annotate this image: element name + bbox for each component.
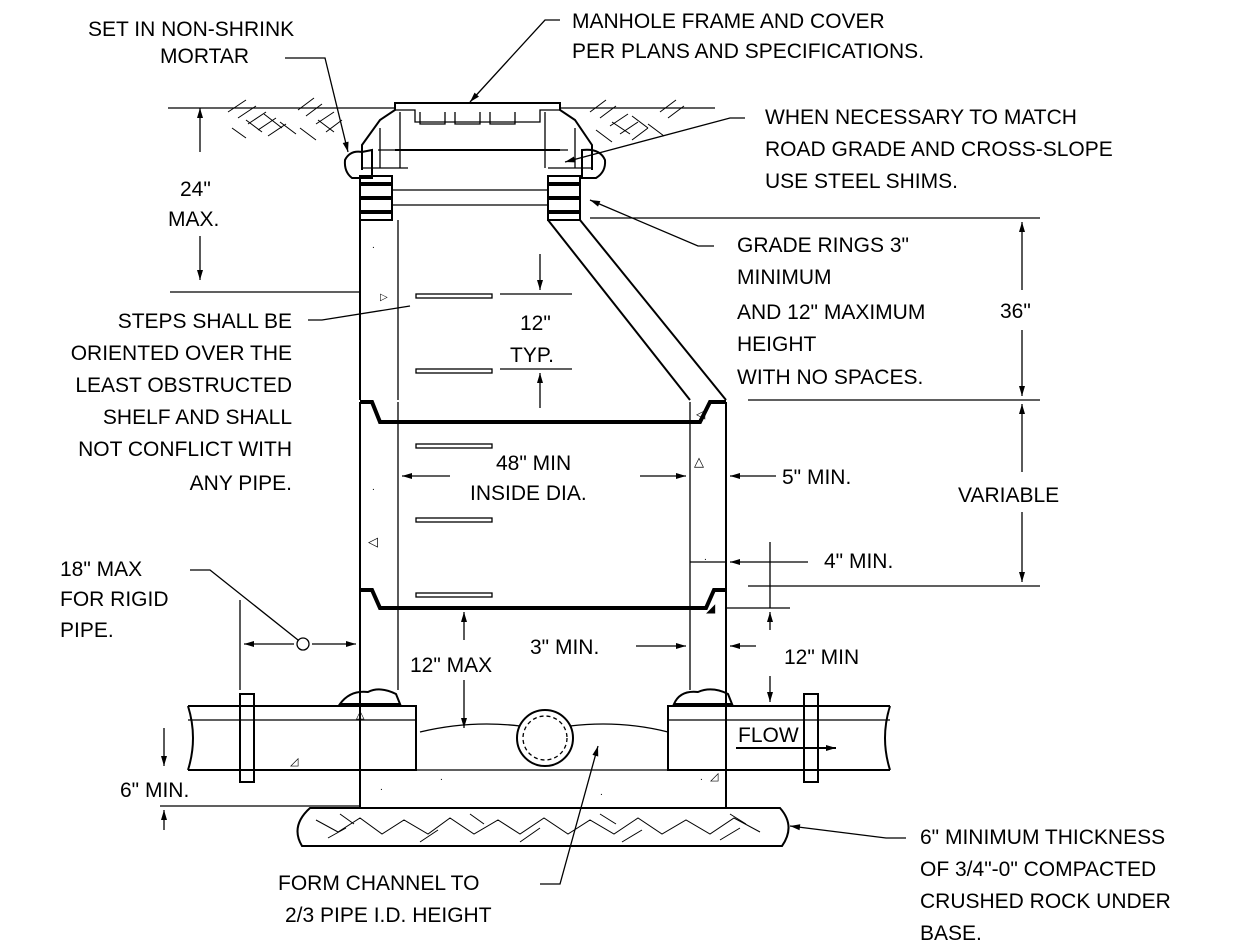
svg-text:ORIENTED OVER THE: ORIENTED OVER THE <box>71 342 292 365</box>
svg-text:FOR RIGID: FOR RIGID <box>60 588 169 611</box>
label-12-min: 12" MIN <box>784 646 859 669</box>
svg-text:LEAST OBSTRUCTED: LEAST OBSTRUCTED <box>75 374 292 397</box>
svg-text:STEPS SHALL BE: STEPS SHALL BE <box>118 310 292 333</box>
label-36: 36" <box>1000 300 1031 323</box>
svg-text:SET IN NON-SHRINK: SET IN NON-SHRINK <box>88 18 294 41</box>
manhole-base: . . . . <box>359 690 727 808</box>
svg-text:▷: ▷ <box>380 292 388 303</box>
mortar-at-pipe <box>338 688 734 705</box>
svg-text:2/3 PIPE I.D. HEIGHT: 2/3 PIPE I.D. HEIGHT <box>285 904 492 927</box>
barrel-section: ◁ △ . . ◢ <box>359 402 727 690</box>
svg-text:INSIDE DIA.: INSIDE DIA. <box>470 482 587 505</box>
svg-text:MINIMUM: MINIMUM <box>737 266 831 289</box>
svg-text:BASE.: BASE. <box>920 922 982 945</box>
label-flow: FLOW <box>738 724 799 747</box>
non-shrink-mortar <box>343 148 607 179</box>
grade-rings <box>359 175 581 221</box>
svg-text:ROAD GRADE AND CROSS-SLOPE: ROAD GRADE AND CROSS-SLOPE <box>765 138 1113 161</box>
svg-text:WITH NO SPACES.: WITH NO SPACES. <box>737 366 923 389</box>
svg-text:OF 3/4"-0" COMPACTED: OF 3/4"-0" COMPACTED <box>920 858 1156 881</box>
label-rigid-pipe: 18" MAX FOR RIGID PIPE. <box>60 558 169 642</box>
ground-surface <box>168 97 715 143</box>
dim-24-max <box>170 108 360 293</box>
svg-text:◁: ◁ <box>368 534 378 549</box>
svg-text:MORTAR: MORTAR <box>160 45 249 68</box>
svg-text:12": 12" <box>520 312 551 335</box>
label-inside-dia: 48" MIN INSIDE DIA. <box>470 452 587 505</box>
svg-text:◁: ◁ <box>696 407 706 421</box>
svg-text:GRADE RINGS 3": GRADE RINGS 3" <box>737 234 909 257</box>
cone-section: . ▷ ◁ <box>359 219 727 421</box>
svg-text:AND 12" MAXIMUM: AND 12" MAXIMUM <box>737 301 925 324</box>
label-6-min: 6" MIN. <box>120 779 189 802</box>
svg-text:6" MINIMUM THICKNESS: 6" MINIMUM THICKNESS <box>920 826 1165 849</box>
dim-6-min <box>160 728 360 830</box>
svg-text:SHELF AND SHALL: SHELF AND SHALL <box>103 406 292 429</box>
svg-text:PIPE.: PIPE. <box>60 619 114 642</box>
crushed-rock-base <box>296 807 790 847</box>
label-5-min: 5" MIN. <box>782 466 851 489</box>
svg-text:NOT CONFLICT WITH: NOT CONFLICT WITH <box>78 438 292 461</box>
dim-36 <box>590 217 1040 401</box>
label-steel-shims: WHEN NECESSARY TO MATCH ROAD GRADE AND C… <box>765 106 1113 193</box>
svg-text:HEIGHT: HEIGHT <box>737 333 817 356</box>
outlet-pipe: ◿ <box>667 693 891 783</box>
dim-12-typ <box>500 254 572 408</box>
svg-text:.: . <box>372 240 375 251</box>
svg-text:PER PLANS AND SPECIFICATIONS.: PER PLANS AND SPECIFICATIONS. <box>572 40 924 63</box>
svg-text:FORM CHANNEL TO: FORM CHANNEL TO <box>278 872 479 895</box>
svg-text:◢: ◢ <box>706 601 716 615</box>
channel-and-pipe-opening <box>416 709 669 771</box>
dim-18-max <box>190 569 356 690</box>
label-grade-rings: GRADE RINGS 3" MINIMUM AND 12" MAXIMUM H… <box>737 234 925 389</box>
svg-text:.: . <box>380 782 383 793</box>
label-3-min: 3" MIN. <box>530 636 599 659</box>
label-12-max: 12" MAX <box>410 654 492 677</box>
svg-text:.: . <box>704 552 707 563</box>
svg-text:MANHOLE FRAME AND COVER: MANHOLE FRAME AND COVER <box>572 10 885 33</box>
svg-text:.: . <box>600 787 603 798</box>
dim-variable <box>748 404 1040 587</box>
svg-text:△: △ <box>694 454 704 469</box>
dim-4-min <box>690 542 808 608</box>
label-rock: 6" MINIMUM THICKNESS OF 3/4"-0" COMPACTE… <box>920 826 1171 945</box>
label-channel: FORM CHANNEL TO 2/3 PIPE I.D. HEIGHT <box>278 872 492 927</box>
svg-text:◿: ◿ <box>710 771 719 783</box>
svg-text:.: . <box>440 772 443 783</box>
manhole-frame-cover <box>361 102 593 170</box>
svg-text:MAX.: MAX. <box>168 208 219 231</box>
dim-12-min <box>726 607 790 702</box>
svg-text:24": 24" <box>180 178 211 201</box>
label-24-max: 24" MAX. <box>168 178 219 231</box>
barrel-joint-upper <box>360 400 726 424</box>
manhole-steps <box>415 293 493 598</box>
svg-text:◿: ◿ <box>290 756 299 768</box>
svg-text:.: . <box>700 772 703 783</box>
label-variable: VARIABLE <box>958 484 1059 507</box>
label-4-min: 4" MIN. <box>824 550 893 573</box>
label-steps-note: STEPS SHALL BE ORIENTED OVER THE LEAST O… <box>71 310 292 495</box>
svg-text:18" MAX: 18" MAX <box>60 558 142 581</box>
svg-text:.: . <box>372 482 375 493</box>
svg-text:48" MIN: 48" MIN <box>496 452 571 475</box>
svg-text:WHEN NECESSARY TO MATCH: WHEN NECESSARY TO MATCH <box>765 106 1077 129</box>
svg-text:TYP.: TYP. <box>510 344 554 367</box>
label-frame-cover: MANHOLE FRAME AND COVER PER PLANS AND SP… <box>572 10 924 63</box>
svg-text:ANY PIPE.: ANY PIPE. <box>190 472 292 495</box>
inlet-pipe: ◿ △ <box>187 693 417 783</box>
svg-text:CRUSHED ROCK UNDER: CRUSHED ROCK UNDER <box>920 890 1171 913</box>
label-set-in-mortar: SET IN NON-SHRINK MORTAR <box>88 18 294 68</box>
svg-text:△: △ <box>356 709 365 721</box>
svg-text:USE STEEL SHIMS.: USE STEEL SHIMS. <box>765 170 958 193</box>
leader-lines <box>285 19 906 885</box>
label-step-spacing: 12" TYP. <box>510 312 554 367</box>
barrel-joint-lower <box>360 588 726 610</box>
